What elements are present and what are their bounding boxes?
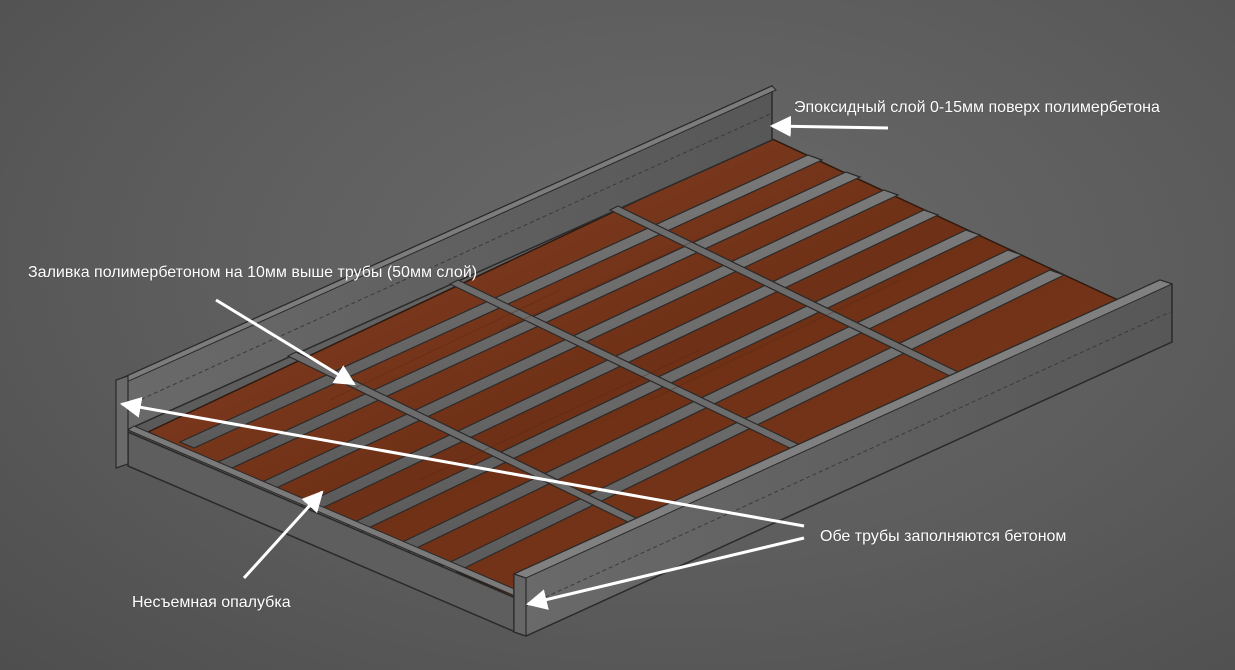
epoxy-layer-label: Эпоксидный слой 0-15мм поверх полимербет… <box>794 99 1160 116</box>
arrow-polymer-fill <box>215 298 356 386</box>
arrow-formwork <box>242 490 324 580</box>
right-end-cap <box>513 573 527 637</box>
arrow-epoxy <box>769 115 889 137</box>
formwork-label: Несъемная опалубка <box>132 594 291 611</box>
left-end-cap <box>115 375 129 469</box>
arrow-pipes-right <box>525 536 805 610</box>
annotation-arrows <box>119 115 889 610</box>
pipes-concrete-label: Обе трубы заполняются бетоном <box>820 528 1067 545</box>
polymer-fill-label: Заливка полимербетоном на 10мм выше труб… <box>28 264 478 281</box>
arrow-pipes-left <box>119 396 805 528</box>
right-wall-seam <box>525 311 1171 607</box>
plank-grain <box>329 219 901 481</box>
